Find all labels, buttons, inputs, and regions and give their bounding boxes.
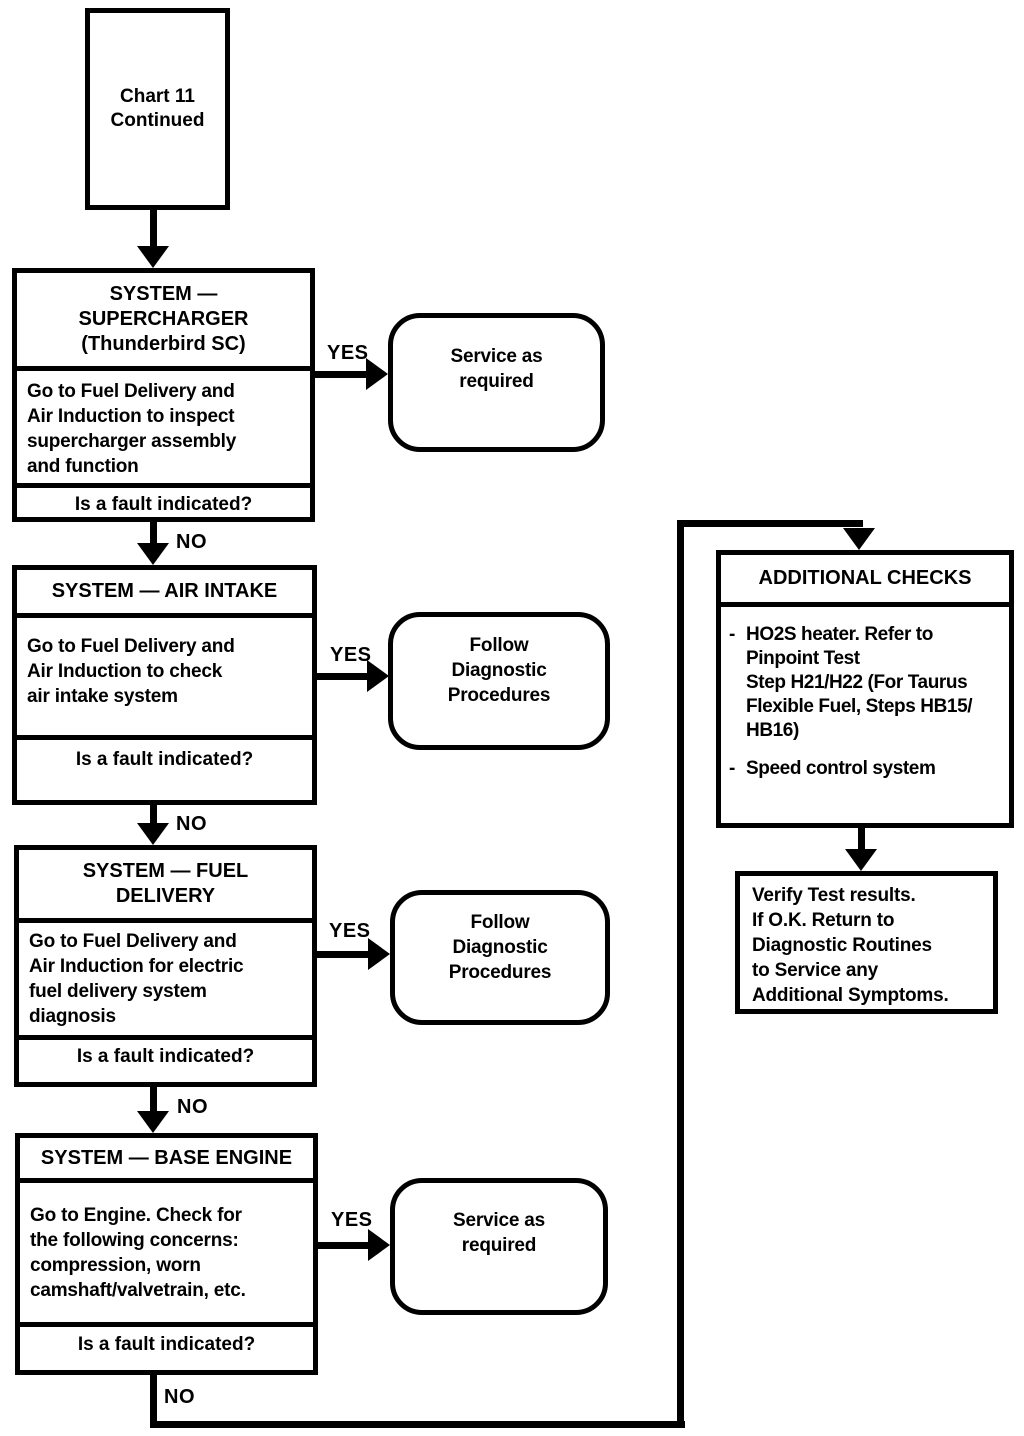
- additional-checks-header: ADDITIONAL CHECKS: [721, 555, 1009, 607]
- connector-no-3: [150, 1087, 157, 1111]
- step-supercharger-body: Go to Fuel Delivery and Air Induction to…: [17, 371, 310, 488]
- connector-no-4-top: [677, 520, 863, 527]
- no-label-4: NO: [164, 1386, 195, 1408]
- start-node-chart-11-continued: Chart 11 Continued: [85, 8, 230, 210]
- bullet-dash: -: [729, 758, 735, 779]
- no-label-1: NO: [176, 531, 207, 553]
- outcome-follow-diagnostic-procedures-2: Follow Diagnostic Procedures: [390, 890, 610, 1025]
- arrowhead-right-icon: [368, 1229, 390, 1261]
- connector-no-4-down: [150, 1375, 157, 1421]
- step-air-intake-question: Is a fault indicated?: [75, 749, 254, 770]
- connector-yes-1: [315, 371, 368, 378]
- additional-checks-box: ADDITIONAL CHECKS - HO2S heater. Refer t…: [716, 550, 1014, 828]
- step-fuel-delivery-body: Go to Fuel Delivery and Air Induction fo…: [19, 923, 312, 1040]
- step-air-intake: SYSTEM — AIR INTAKE Go to Fuel Delivery …: [12, 565, 317, 805]
- connector-no-1: [150, 522, 157, 544]
- check-item-text: Speed control system: [746, 758, 936, 779]
- step-base-engine-question: Is a fault indicated?: [77, 1334, 256, 1355]
- verify-test-results-box: Verify Test results. If O.K. Return to D…: [735, 871, 998, 1014]
- yes-label-1: YES: [327, 342, 369, 364]
- arrowhead-right-icon: [367, 660, 389, 692]
- step-air-intake-body: Go to Fuel Delivery and Air Induction to…: [17, 618, 312, 740]
- connector-yes-4: [318, 1242, 368, 1249]
- arrowhead-right-icon: [366, 358, 388, 390]
- yes-label-4: YES: [331, 1209, 373, 1231]
- no-label-3: NO: [177, 1096, 208, 1118]
- step-fuel-delivery-header: SYSTEM — FUEL DELIVERY: [19, 850, 312, 923]
- check-item-ho2s-heater: - HO2S heater. Refer to Pinpoint Test St…: [729, 623, 1005, 743]
- check-item-text: HO2S heater. Refer to Pinpoint Test Step…: [746, 624, 973, 741]
- arrowhead-down-icon: [137, 1111, 169, 1133]
- check-item-speed-control: - Speed control system: [729, 757, 1005, 781]
- connector-yes-3: [317, 951, 369, 958]
- outcome-follow-diagnostic-procedures-1: Follow Diagnostic Procedures: [388, 612, 610, 750]
- additional-checks-list: - HO2S heater. Refer to Pinpoint Test St…: [721, 607, 1009, 781]
- connector-checks-to-verify: [858, 828, 865, 852]
- connector-start-to-step1: [150, 210, 157, 248]
- step-fuel-delivery: SYSTEM — FUEL DELIVERY Go to Fuel Delive…: [14, 845, 317, 1087]
- arrowhead-down-icon: [843, 528, 875, 550]
- step-base-engine-header: SYSTEM — BASE ENGINE: [20, 1138, 313, 1183]
- step-base-engine: SYSTEM — BASE ENGINE Go to Engine. Check…: [15, 1133, 318, 1375]
- step-supercharger: SYSTEM — SUPERCHARGER (Thunderbird SC) G…: [12, 268, 315, 522]
- outcome-service-as-required-1: Service as required: [388, 313, 605, 452]
- connector-no-4-riser: [677, 520, 684, 1428]
- connector-no-4-bottom: [150, 1421, 685, 1428]
- bullet-dash: -: [729, 624, 735, 645]
- yes-label-3: YES: [329, 920, 371, 942]
- outcome-service-as-required-2: Service as required: [390, 1178, 608, 1315]
- connector-yes-2: [317, 673, 368, 680]
- connector-no-2: [150, 805, 157, 824]
- arrowhead-down-icon: [137, 823, 169, 845]
- yes-label-2: YES: [330, 644, 372, 666]
- step-supercharger-question: Is a fault indicated?: [74, 494, 253, 515]
- step-base-engine-body: Go to Engine. Check for the following co…: [20, 1183, 313, 1327]
- arrowhead-down-icon: [845, 849, 877, 871]
- arrowhead-down-icon: [137, 246, 169, 268]
- step-fuel-delivery-question: Is a fault indicated?: [76, 1046, 255, 1067]
- no-label-2: NO: [176, 813, 207, 835]
- step-supercharger-header: SYSTEM — SUPERCHARGER (Thunderbird SC): [17, 273, 310, 372]
- arrowhead-down-icon: [137, 543, 169, 565]
- arrowhead-right-icon: [368, 938, 390, 970]
- step-air-intake-header: SYSTEM — AIR INTAKE: [17, 570, 312, 618]
